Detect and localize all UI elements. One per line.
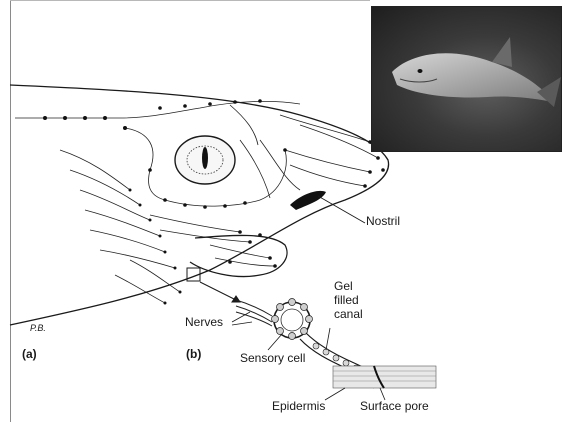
nerves-label: Nerves [185, 316, 223, 329]
nerve-bundle [236, 300, 272, 326]
artist-signature: P.B. [30, 322, 46, 335]
shark-photo [371, 6, 562, 152]
nostril-label: Nostril [366, 215, 400, 228]
epidermis-block [333, 366, 436, 388]
panel-b-label: (b) [186, 348, 201, 361]
shark-eye [175, 136, 235, 184]
gel-filled-canal-label-line3: canal [334, 308, 363, 321]
epidermis-label: Epidermis [272, 400, 325, 413]
sensory-cell-label: Sensory cell [240, 352, 305, 365]
panel-a-label: (a) [22, 348, 37, 361]
gel-filled-canal-label-line2: filled [334, 294, 359, 307]
nostril-leader-line [318, 196, 365, 223]
nostril-shape [290, 191, 326, 210]
surface-pore-label: Surface pore [360, 400, 429, 413]
detail-arrow [200, 282, 240, 302]
ampullae-pores [43, 99, 385, 304]
ampullae-canals [15, 101, 378, 303]
gel-filled-canal-label-line1: Gel [334, 280, 353, 293]
shark-head-outline [10, 85, 389, 325]
